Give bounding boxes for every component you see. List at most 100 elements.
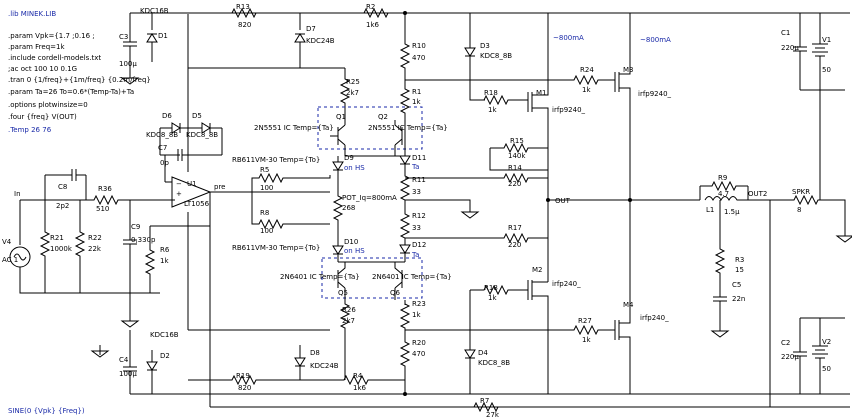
d6-value: KDC8_8B <box>146 131 178 139</box>
r25-ref: R25 <box>346 78 360 86</box>
r1-ref: R1 <box>412 88 421 96</box>
pot-value: 268 <box>342 204 355 212</box>
m2-value: irfp240_ <box>552 280 581 288</box>
c5-value: 22n <box>732 295 745 303</box>
r20-value: 470 <box>412 350 425 358</box>
r23-ref: R23 <box>412 300 426 308</box>
q5-ref: Q5 <box>338 289 348 297</box>
m2-ref: M2 <box>532 266 543 274</box>
r8-value: 100 <box>260 227 273 235</box>
d10-value: RB611VM-30 Temp={To} <box>232 244 320 252</box>
r13-value: 820 <box>238 21 251 29</box>
c7-ref: C7 <box>158 144 167 152</box>
c4-ref: C4 <box>119 356 129 364</box>
r3-value: 15 <box>735 266 744 274</box>
current-annotation-out: ~800mA <box>640 36 671 44</box>
directive-line: .options plotwinsize=0 <box>8 101 88 109</box>
l1-ref: L1 <box>706 206 714 214</box>
bottom-pair: Q5 2N6401 IC Temp={Ta} Q6 2N6401 IC Temp… <box>280 257 452 380</box>
c5-ref: C5 <box>732 281 741 289</box>
directive-line: .tran 0 {1/freq}+{1m/freq} {0.2m/freq} <box>8 76 151 84</box>
m4-value: irfp240_ <box>640 314 669 322</box>
q6-ref: Q6 <box>390 289 401 297</box>
m4-ref: M4 <box>623 301 634 309</box>
thermal-group-top <box>317 106 423 150</box>
r17-value: 220 <box>508 241 521 249</box>
r6-value: 1k <box>160 257 169 265</box>
svg-text:−: − <box>176 180 182 188</box>
r22-ref: R22 <box>88 234 102 242</box>
net-label-out: OUT <box>555 197 571 205</box>
r18a-value: 1k <box>488 106 497 114</box>
v4-ref: V4 <box>2 238 12 246</box>
r18b-value: 1k <box>488 294 497 302</box>
driver-column: R10 470 R1 1k D11 Ta R11 33 R12 33 D12 T… <box>399 11 479 396</box>
d8-ref: D8 <box>310 349 320 357</box>
r9-value: 4.7 <box>718 190 729 198</box>
opamp-stage: + − U1 LT1056 pre C3 100µ D1 KDC16B C4 1… <box>91 7 330 407</box>
v1-ref: V1 <box>822 36 831 44</box>
c9-value: 0,330p <box>131 236 156 244</box>
pot-annotation: POT_Iq=800mA <box>342 194 397 202</box>
m3-ref: M3 <box>623 66 634 74</box>
r21-ref: R21 <box>50 234 64 242</box>
r1-value: 1k <box>412 98 421 106</box>
d3-ref: D3 <box>480 42 490 50</box>
d7-value: KDC24B <box>306 37 335 45</box>
d4-value: KDC8_8B <box>478 359 510 367</box>
r10-ref: R10 <box>412 42 426 50</box>
current-annotation-top: ~800mA <box>553 34 584 42</box>
v4-value: AC 1 <box>2 256 18 264</box>
r4-value: 1k6 <box>353 384 367 392</box>
c7-value: 0p <box>160 159 169 167</box>
r7-value: 27k <box>486 411 500 417</box>
d10-ref: D10 <box>344 238 358 246</box>
c3-ref: C3 <box>119 33 128 41</box>
r4-ref: R4 <box>353 372 363 380</box>
directive-line: .four {freq} V(OUT) <box>8 113 77 121</box>
d9-ref: D9 <box>344 154 354 162</box>
v1-value: 50 <box>822 66 831 74</box>
c2-ref: C2 <box>781 339 790 347</box>
spkr-ref: SPKR <box>792 188 810 196</box>
directive-line: .Temp 26 76 <box>8 126 52 134</box>
m1-value: irfp9240_ <box>552 106 586 114</box>
d2-ref: D2 <box>160 352 170 360</box>
net-label-pre: pre <box>214 183 225 191</box>
feedback-network: R7 27k <box>469 200 771 417</box>
kdc-bot-ref: KDC16B <box>150 331 179 339</box>
d7-ref: D7 <box>306 25 316 33</box>
r9-ref: R9 <box>718 174 727 182</box>
q5-value: 2N6401 IC Temp={Ta} <box>280 273 360 281</box>
r14-value: 220 <box>508 180 521 188</box>
directive-line: .param Ta=26 To=0.6*(Temp-Ta)+Ta <box>8 88 134 96</box>
r5-ref: R5 <box>260 166 269 174</box>
r11-ref: R11 <box>412 176 426 184</box>
d10-note: on HS <box>344 247 365 255</box>
r2-value: 1k6 <box>366 21 380 29</box>
c8-value: 2p2 <box>56 202 69 210</box>
bias-network: R13 820 R2 1k6 D7 KDC24B R25 2k7 R19 820… <box>188 3 405 392</box>
c1-value: 220µ <box>781 44 799 52</box>
r27-value: 1k <box>582 336 591 344</box>
kdc-top-ref: KDC16B <box>140 7 169 15</box>
m3-value: irfp9240_ <box>638 90 672 98</box>
r19-value: 820 <box>238 384 251 392</box>
d12-ref: D12 <box>412 241 426 249</box>
power-rails <box>130 12 850 408</box>
directive-line: .param Freq=1k <box>8 43 65 51</box>
directive-line: ;ac oct 100 10 0.1G <box>8 65 77 73</box>
d11-value: Ta <box>411 163 419 171</box>
directive-line: .param Vpk={1.7 ;0.16 ; <box>8 32 95 40</box>
d9-value: RB611VM-30 Temp={To} <box>232 156 320 164</box>
c2-value: 220µ <box>781 353 799 361</box>
svg-text:+: + <box>176 190 182 198</box>
r3-ref: R3 <box>735 256 744 264</box>
r6-ref: R6 <box>160 246 170 254</box>
v2-ref: V2 <box>822 338 831 346</box>
d5-value: KDC8_8B <box>186 131 218 139</box>
r5-value: 100 <box>260 184 273 192</box>
c8-ref: C8 <box>58 183 67 191</box>
r11-value: 33 <box>412 188 421 196</box>
top-pair: Q1 2N5551 IC Temp={Ta} Q2 2N5551 IC Temp… <box>254 106 448 157</box>
